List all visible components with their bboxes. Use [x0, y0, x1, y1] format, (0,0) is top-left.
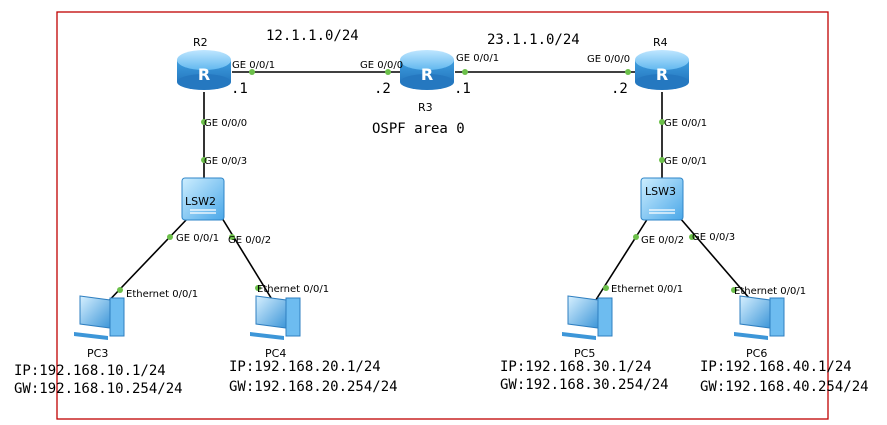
- port-dot: [201, 157, 207, 163]
- port-dot: [117, 287, 123, 293]
- pc6-port: Ethernet 0/0/1: [734, 286, 806, 297]
- router-r3[interactable]: R: [400, 50, 454, 90]
- network-left-label: 12.1.1.0/24: [266, 28, 359, 44]
- pc-4[interactable]: [250, 295, 301, 340]
- lsw3-port-ge002: GE 0/0/2: [641, 235, 684, 246]
- port-dot: [689, 234, 695, 240]
- port-dot: [229, 234, 235, 240]
- pc-monitor-icon: [567, 295, 599, 329]
- router-r4-name: R4: [653, 36, 668, 49]
- pc-tower-icon: [769, 297, 785, 337]
- pc4-name: PC4: [265, 347, 286, 360]
- ospf-area-label: OSPF area 0: [372, 121, 465, 137]
- router-base: [400, 74, 454, 90]
- links: [99, 71, 757, 311]
- router-top: [635, 50, 689, 70]
- pc-keyboard-icon: [74, 332, 108, 340]
- pc6-name: PC6: [746, 347, 767, 360]
- port-dot: [659, 119, 665, 125]
- pc-keyboard-icon: [250, 332, 284, 340]
- lsw2-port-ge002: GE 0/0/2: [228, 235, 271, 246]
- switch-arrows-icon: [190, 209, 216, 214]
- network-right-label: 23.1.1.0/24: [487, 32, 580, 48]
- port-dot: [625, 69, 631, 75]
- pc-keyboard-icon: [734, 332, 768, 340]
- pc5-gw: GW:192.168.30.254/24: [500, 377, 669, 393]
- r4-port-ge000: GE 0/0/0: [587, 54, 630, 65]
- port-dot: [603, 285, 609, 291]
- router-base: [177, 74, 231, 90]
- r3-port-ge001: GE 0/0/1: [456, 53, 499, 64]
- pc-monitor-icon: [255, 295, 287, 329]
- link-lsw2-pc4: [221, 217, 277, 307]
- pc5-port: Ethernet 0/0/1: [611, 284, 683, 295]
- lsw3-port-ge003: GE 0/0/3: [692, 232, 735, 243]
- port-dot: [462, 69, 468, 75]
- router-r4[interactable]: R: [635, 50, 689, 90]
- pc3-gw: GW:192.168.10.254/24: [14, 381, 183, 397]
- port-dot: [167, 234, 173, 240]
- pc6-ip: IP:192.168.40.1/24: [700, 359, 852, 375]
- r2-host-address: .1: [231, 81, 248, 97]
- router-base: [635, 74, 689, 90]
- pc-3[interactable]: [74, 295, 125, 340]
- port-dot: [255, 285, 261, 291]
- link-lsw3-pc6: [679, 217, 757, 307]
- pc4-gw: GW:192.168.20.254/24: [229, 379, 398, 395]
- router-icon: R: [656, 65, 668, 84]
- r3-port-ge000: GE 0/0/0: [360, 60, 403, 71]
- pc4-ip: IP:192.168.20.1/24: [229, 359, 381, 375]
- switch-lsw3-name: LSW3: [645, 185, 676, 198]
- pc-tower-icon: [597, 297, 613, 337]
- port-dot: [249, 69, 255, 75]
- router-icon: R: [421, 65, 433, 84]
- pc5-ip: IP:192.168.30.1/24: [500, 359, 652, 375]
- pc-tower-icon: [285, 297, 301, 337]
- lsw2-port-ge001: GE 0/0/1: [176, 233, 219, 244]
- port-dot: [201, 119, 207, 125]
- port-dots: [117, 69, 737, 293]
- router-top: [177, 50, 231, 70]
- router-r2[interactable]: R: [177, 50, 231, 90]
- router-icon: R: [198, 65, 210, 84]
- r2-port-ge001: GE 0/0/1: [232, 60, 275, 71]
- port-dot: [385, 69, 391, 75]
- port-dot: [659, 157, 665, 163]
- pc5-name: PC5: [574, 347, 595, 360]
- switch-lsw2-name: LSW2: [185, 195, 216, 208]
- link-lsw2-pc3: [99, 217, 189, 311]
- switch-arrows-icon: [649, 209, 675, 214]
- r4-port-ge001: GE 0/0/1: [664, 118, 707, 129]
- r3-host-left: .2: [374, 81, 391, 97]
- router-top: [400, 50, 454, 70]
- lsw3-port-ge001: GE 0/0/1: [664, 156, 707, 167]
- switch-lsw2[interactable]: [181, 177, 225, 221]
- pc-monitor-icon: [79, 295, 111, 329]
- lsw2-port-ge003: GE 0/0/3: [204, 156, 247, 167]
- link-lsw3-pc5: [591, 217, 649, 307]
- port-dot: [731, 287, 737, 293]
- pc3-ip: IP:192.168.10.1/24: [14, 363, 166, 379]
- pc3-port: Ethernet 0/0/1: [126, 289, 198, 300]
- r4-host-address: .2: [611, 81, 628, 97]
- pc3-name: PC3: [87, 347, 108, 360]
- pc-tower-icon: [109, 297, 125, 337]
- r2-port-ge000: GE 0/0/0: [204, 118, 247, 129]
- pc6-gw: GW:192.168.40.254/24: [700, 379, 869, 395]
- pc-monitor-icon: [739, 295, 771, 329]
- switch-lsw3[interactable]: [640, 177, 684, 221]
- pc-5[interactable]: [562, 295, 613, 340]
- pc4-port: Ethernet 0/0/1: [257, 284, 329, 295]
- ospf-area-border: [56, 11, 829, 420]
- r3-host-right: .1: [454, 81, 471, 97]
- pc-6[interactable]: [734, 295, 785, 340]
- router-r2-name: R2: [193, 36, 208, 49]
- pc-keyboard-icon: [562, 332, 596, 340]
- port-dot: [633, 234, 639, 240]
- router-r3-name: R3: [418, 101, 433, 114]
